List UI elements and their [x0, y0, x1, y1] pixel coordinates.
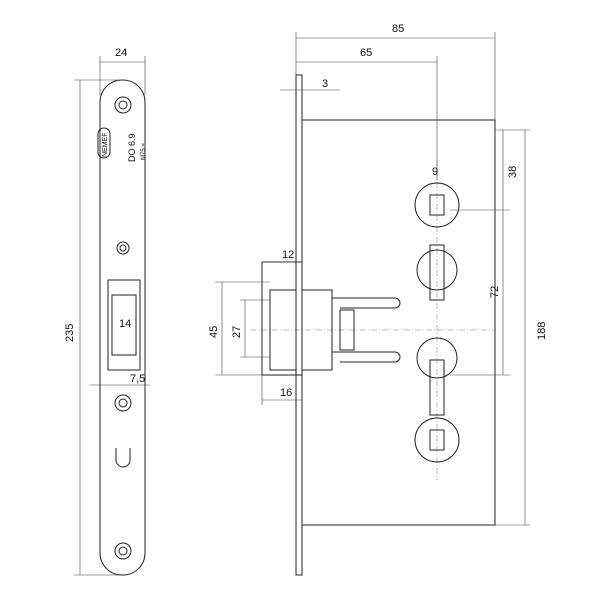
dim-latch-throw: 12	[282, 249, 294, 261]
u-slot-icon	[115, 448, 131, 468]
dim-backset: 65	[360, 47, 372, 59]
screw-hole-icon	[114, 394, 132, 412]
dim-latch-inner: 27	[231, 326, 243, 338]
dim-spindle: 9	[432, 166, 438, 178]
spindle-hub-icon	[414, 182, 460, 228]
dim-latch-depth: 16	[280, 387, 292, 399]
faceplate-front-view: NEMEF DO 6.9 M75 = 24 235 14 7,5	[64, 47, 150, 576]
model-label: DO 6.9	[127, 133, 137, 162]
dim-latch-width: 14	[119, 318, 131, 330]
latch-front	[107, 279, 141, 371]
cylinder-cutout-icon	[416, 244, 458, 301]
dim-top-to-spindle: 38	[507, 166, 519, 178]
screw-hole-icon	[114, 96, 132, 114]
dim-latch-height: 45	[208, 326, 220, 338]
dim-backset-total: 85	[392, 23, 404, 35]
nemef-logo: NEMEF	[97, 127, 111, 159]
spindle-hub-icon	[414, 417, 460, 463]
screw-hole-icon	[116, 241, 130, 255]
cylinder-cutout-icon	[416, 337, 458, 416]
lock-side-view: 85 65 3 9 38 72 188 12 45 27 16	[208, 23, 548, 576]
dim-height: 235	[64, 324, 76, 342]
dim-width: 24	[115, 47, 127, 59]
marking-label: M75 =	[141, 143, 147, 160]
dim-plate-thickness: 3	[322, 78, 328, 90]
latch-bolt-side	[261, 261, 401, 376]
dim-latch-offset: 7,5	[130, 373, 145, 385]
dim-body-height: 188	[536, 322, 548, 340]
screw-hole-icon	[114, 542, 132, 560]
dim-spindle-to-cylinder: 72	[489, 286, 501, 298]
svg-text:NEMEF: NEMEF	[102, 133, 109, 158]
